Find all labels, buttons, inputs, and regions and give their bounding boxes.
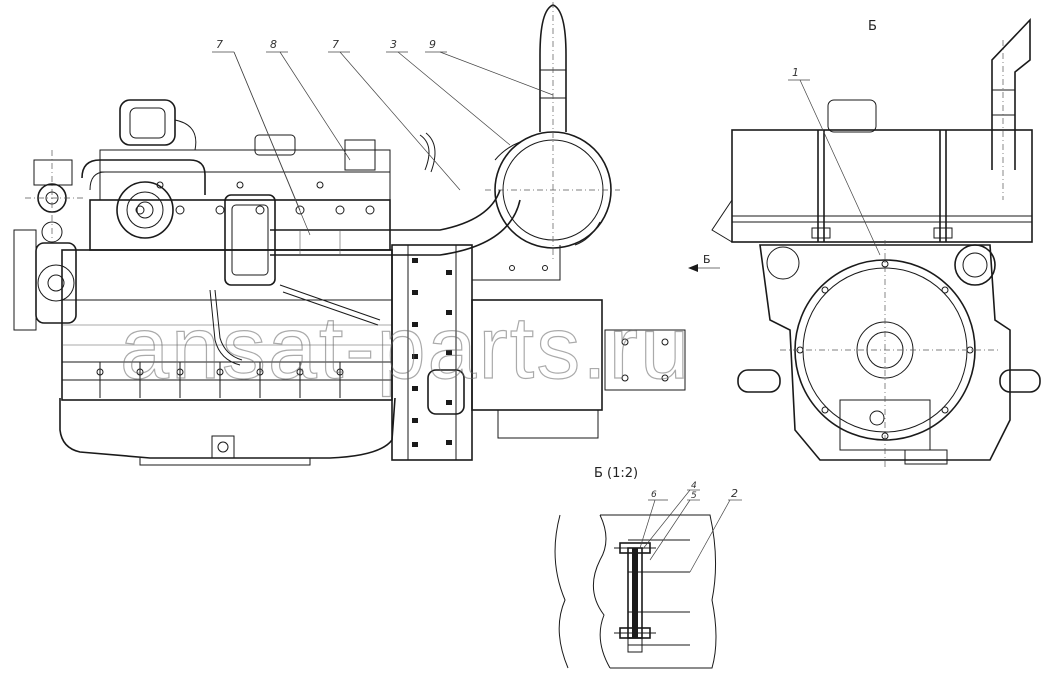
- callout-3: 3: [390, 38, 397, 51]
- callout-1: 1: [792, 66, 799, 79]
- callout-9: 9: [429, 38, 436, 51]
- callout-7a: 7: [216, 38, 223, 51]
- detail-b-view: [554, 514, 717, 669]
- callout-5: 5: [691, 491, 697, 501]
- view-b-arrow-label: Б: [703, 253, 711, 266]
- leader-lines: [212, 51, 881, 573]
- view-b-title: Б: [868, 19, 877, 34]
- block-ribs: [62, 324, 392, 398]
- callout-8: 8: [270, 38, 277, 51]
- callout-4: 4: [691, 481, 697, 491]
- watermark-text: ansat-parts.ru: [120, 298, 691, 397]
- callout-2: 2: [731, 487, 738, 500]
- callout-6: 6: [651, 490, 657, 500]
- engine-side-view: [13, 2, 686, 466]
- head-bolts: [135, 181, 375, 215]
- flywheel-bolts: [412, 258, 452, 447]
- callout-7b: 7: [332, 38, 339, 51]
- detail-b-title: Б (1:2): [594, 466, 638, 481]
- engine-view-b: [711, 17, 1041, 470]
